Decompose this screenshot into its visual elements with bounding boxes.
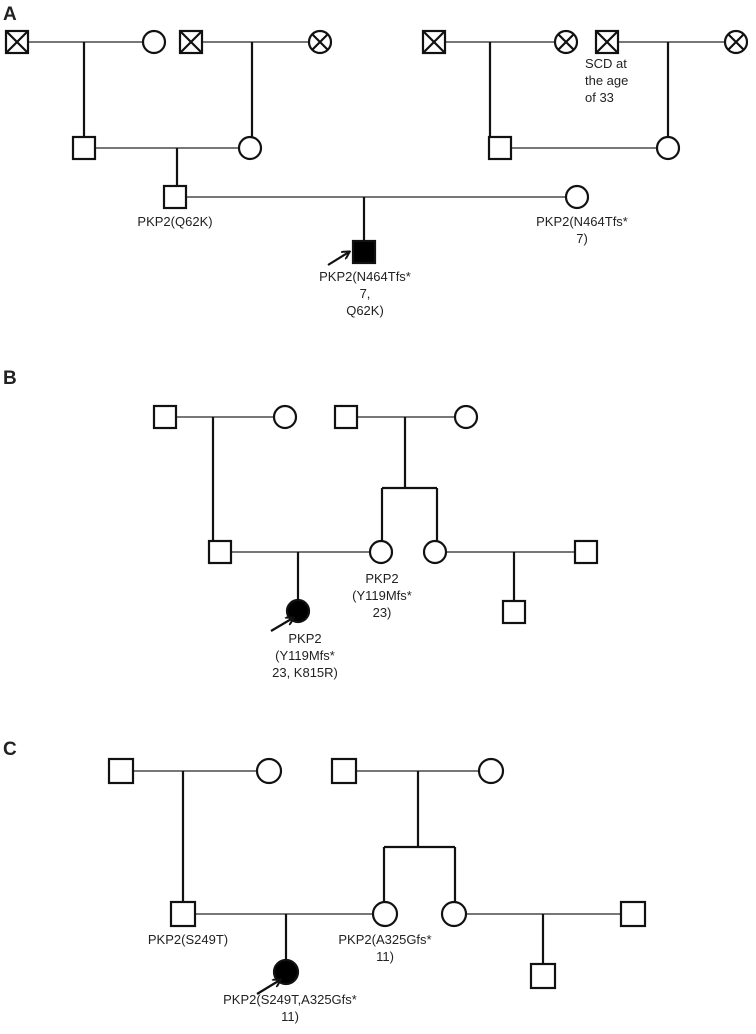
panel-b-letter: B [3, 368, 17, 389]
proband-arrow [327, 252, 349, 266]
panel-a-letter: A [3, 4, 17, 25]
scd-note: of 33 [585, 90, 614, 105]
deceased-mark [5, 30, 29, 54]
genotype-label: 7) [576, 231, 588, 246]
male-symbol [619, 900, 647, 928]
mother-symbol [564, 184, 590, 210]
deceased-mark [727, 33, 745, 51]
scd-note: the age [585, 73, 628, 88]
female-symbol [237, 135, 263, 161]
female-symbol [477, 757, 505, 785]
deceased-mark [422, 30, 446, 54]
proband-arrow [270, 618, 293, 632]
genotype-label: PKP2(N464Tfs* [536, 214, 628, 229]
scd-note: SCD at [585, 56, 627, 71]
proband-arrow [256, 980, 280, 995]
male-symbol [71, 135, 97, 161]
male-symbol [107, 757, 135, 785]
genotype-label: PKP2(S249T,A325Gfs* [223, 992, 357, 1007]
deceased-mark [179, 30, 203, 54]
deceased-mark [557, 33, 575, 51]
male-symbol [152, 404, 178, 430]
genotype-label: PKP2(S249T) [148, 932, 228, 947]
affected-proband-symbol [351, 239, 377, 265]
cousin-symbol [529, 962, 557, 990]
deceased-mark [595, 30, 619, 54]
genotype-label: (Y119Mfs* [275, 648, 335, 663]
aunt-symbol [422, 539, 448, 565]
genotype-label: 11) [376, 949, 394, 964]
genotype-label: 7, [360, 286, 371, 301]
affected-proband-symbol [272, 958, 300, 986]
mother-symbol [368, 539, 394, 565]
genotype-label: 23, K815R) [272, 665, 338, 680]
genotype-label: PKP2(N464Tfs* [319, 269, 411, 284]
male-symbol [330, 757, 358, 785]
genotype-label: Q62K) [346, 303, 384, 318]
male-symbol [333, 404, 359, 430]
male-symbol [487, 135, 513, 161]
panel-b: B PKP2 (Y119Mfs* 23) PKP2 (Y119Mf [3, 368, 599, 680]
panel-a: A [3, 4, 749, 318]
genotype-label: 11) [281, 1009, 299, 1024]
mother-symbol [371, 900, 399, 928]
deceased-mark [311, 33, 329, 51]
female-symbol [453, 404, 479, 430]
female-symbol [141, 29, 167, 55]
genotype-label: PKP2(A325Gfs* [338, 932, 431, 947]
female-symbol [255, 757, 283, 785]
panel-c-letter: C [3, 739, 17, 760]
female-symbol [272, 404, 298, 430]
genotype-label: (Y119Mfs* [352, 588, 412, 603]
aunt-symbol [440, 900, 468, 928]
female-symbol [655, 135, 681, 161]
cousin-symbol [501, 599, 527, 625]
panel-c: C PKP2(S249T) PKP2(A325Gfs* 11) PKP2(S2 [3, 739, 647, 1024]
genotype-label: PKP2 [365, 571, 398, 586]
male-symbol [573, 539, 599, 565]
father-symbol [162, 184, 188, 210]
genotype-label: PKP2(Q62K) [137, 214, 212, 229]
genotype-label: PKP2 [288, 631, 321, 646]
father-symbol [169, 900, 197, 928]
father-symbol [207, 539, 233, 565]
genotype-label: 23) [373, 605, 392, 620]
